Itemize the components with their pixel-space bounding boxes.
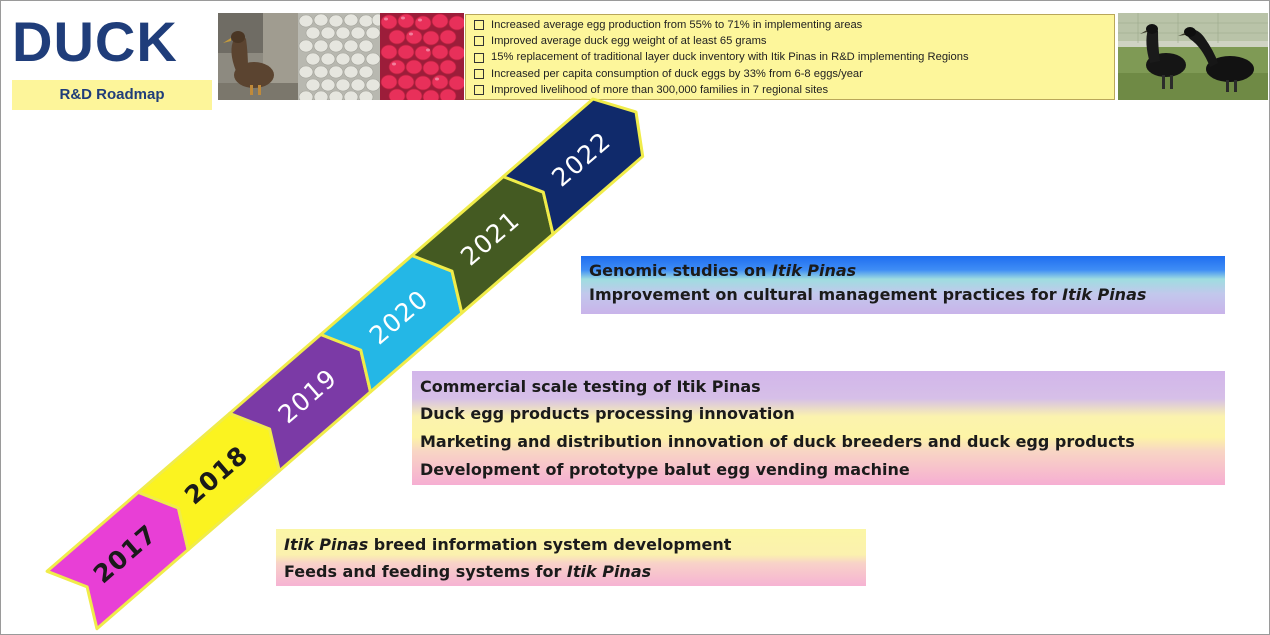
activity-marketing-distribution: Marketing and distribution innovation of… (420, 432, 1135, 451)
checkbox-icon (474, 36, 484, 47)
goal-item: Increased average egg production from 55… (474, 17, 1106, 33)
goal-text: Increased average egg production from 55… (491, 19, 863, 31)
activity-feeds-feeding: Feeds and feeding systems for Itik Pinas (284, 562, 652, 581)
slide-subtitle: R&D Roadmap (12, 80, 212, 110)
activity-cultural-management: Improvement on cultural management pract… (589, 285, 1147, 304)
goal-text: Increased per capita consumption of duck… (491, 67, 863, 80)
checkbox-icon (474, 52, 484, 63)
goal-text: 15% replacement of traditional layer duc… (491, 51, 969, 64)
activity-group-2021: Genomic studies on Itik Pinas Improvemen… (581, 256, 1225, 314)
checkbox-icon (474, 20, 484, 31)
duck-photo (218, 13, 298, 100)
checkbox-icon (474, 84, 484, 95)
goal-text: Improved livelihood of more than 300,000… (491, 83, 829, 96)
black-ducks-photo (1118, 13, 1268, 100)
goals-box: Increased average egg production from 55… (465, 14, 1115, 100)
goal-item: Improved average duck egg weight of at l… (474, 33, 1106, 49)
activity-group-2017: Itik Pinas breed information system deve… (276, 529, 866, 586)
goal-text: Improved average duck egg weight of at l… (491, 35, 767, 48)
white-eggs-photo (298, 13, 380, 100)
slide-title: DUCK (12, 10, 178, 73)
goal-item: Increased per capita consumption of duck… (474, 66, 1106, 82)
title-block: DUCK R&D Roadmap (12, 10, 212, 110)
activity-group-2019: Commercial scale testing of Itik Pinas D… (412, 371, 1225, 485)
year-segment-2022 (501, 97, 645, 236)
activity-balut-vending-machine: Development of prototype balut egg vendi… (420, 460, 910, 479)
pink-balut-eggs-photo (380, 13, 464, 100)
checkbox-icon (474, 68, 484, 79)
goal-item: Improved livelihood of more than 300,000… (474, 82, 1106, 98)
goal-item: 15% replacement of traditional layer duc… (474, 49, 1106, 65)
activity-breed-info-system: Itik Pinas breed information system deve… (284, 535, 732, 554)
activity-commercial-testing: Commercial scale testing of Itik Pinas (420, 377, 761, 396)
activity-egg-processing: Duck egg products processing innovation (420, 404, 795, 423)
activity-genomic-studies: Genomic studies on Itik Pinas (589, 261, 857, 280)
